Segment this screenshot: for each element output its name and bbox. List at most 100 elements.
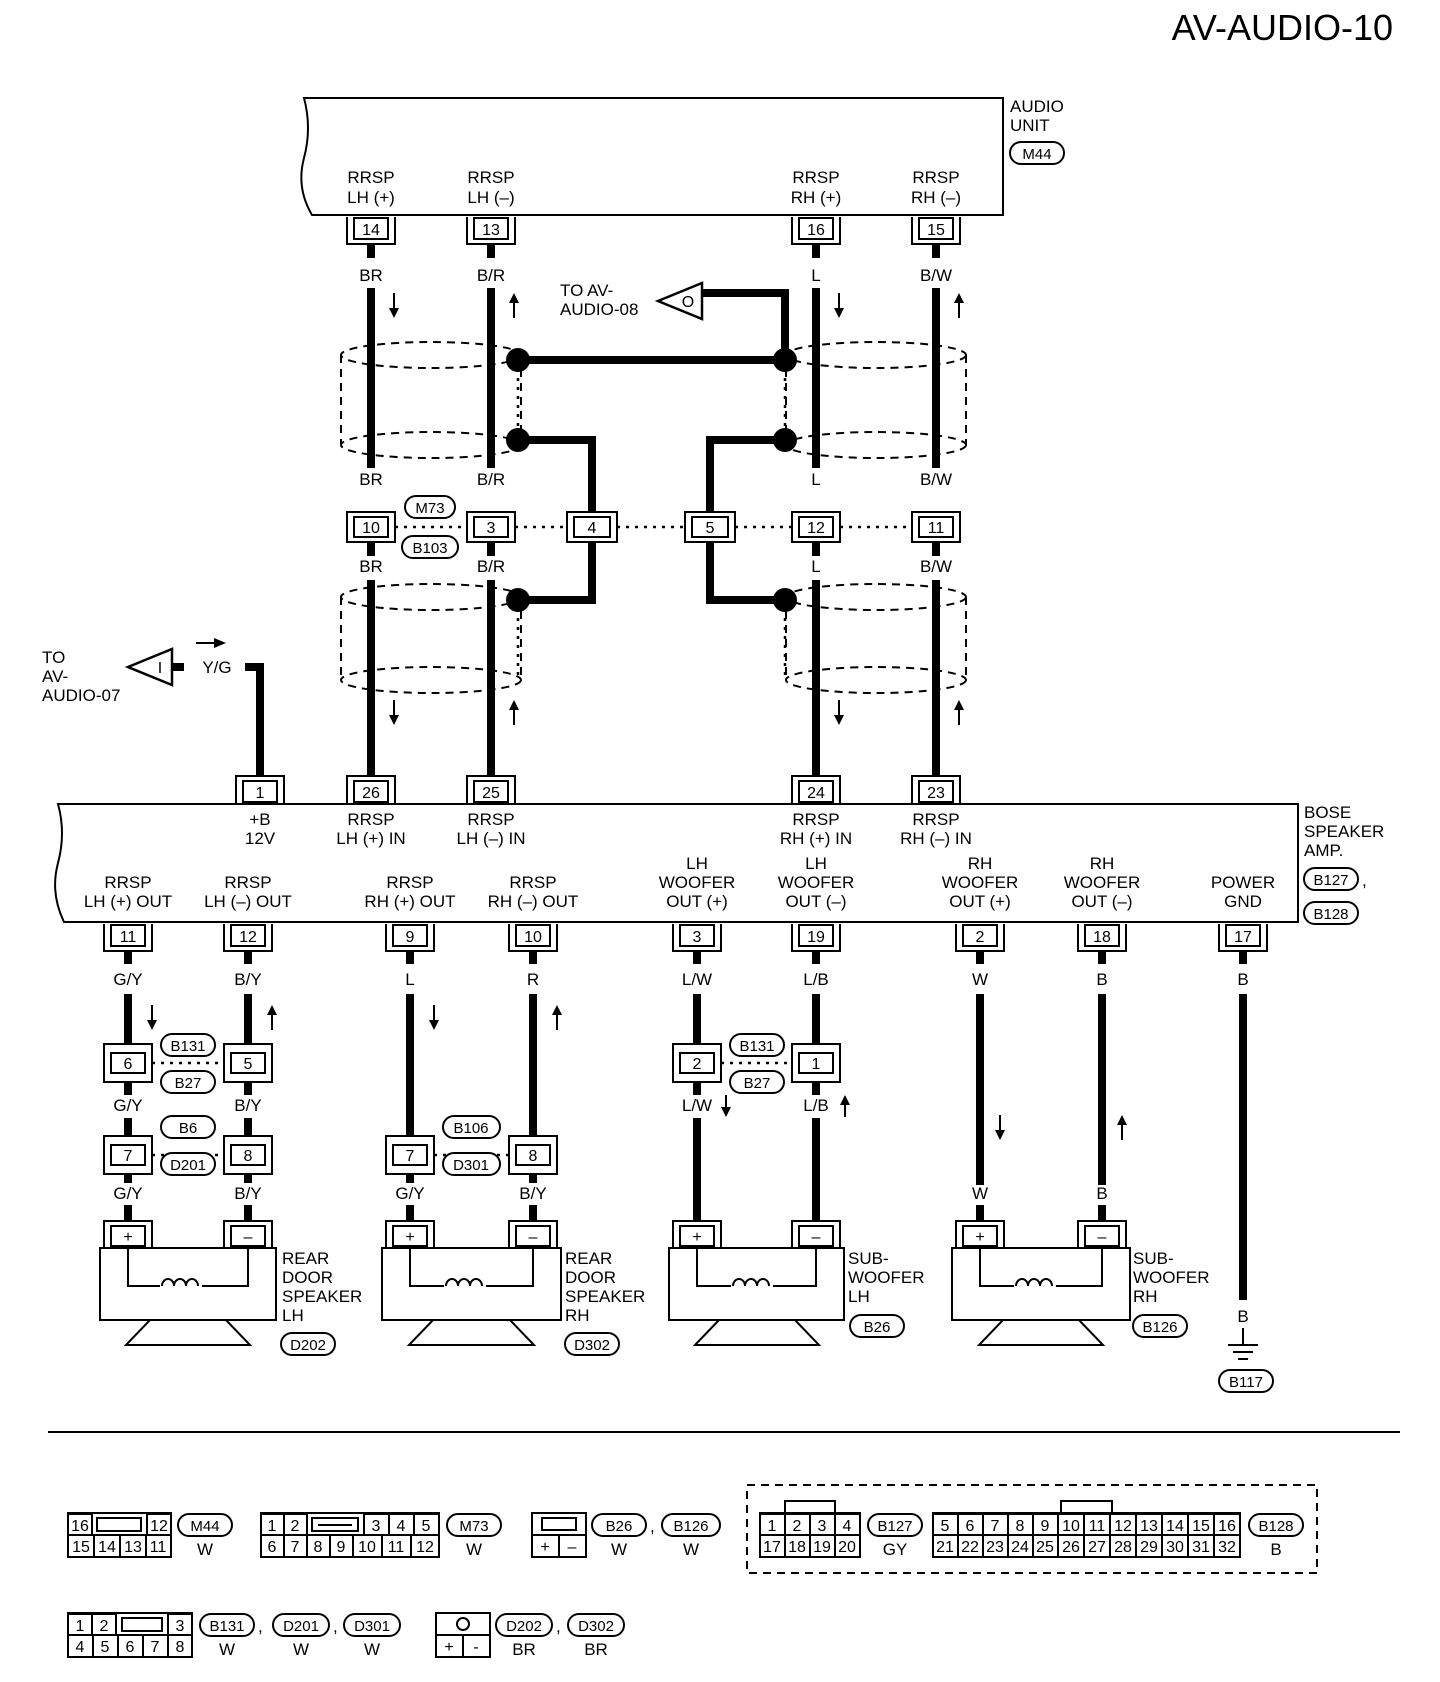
pin-label: RRSP bbox=[912, 168, 959, 187]
svg-text:M44: M44 bbox=[1022, 146, 1051, 163]
svg-text:GY: GY bbox=[883, 1540, 908, 1559]
svg-text:32: 32 bbox=[1218, 1539, 1236, 1556]
svg-text:10: 10 bbox=[358, 1539, 376, 1556]
svg-text:B128: B128 bbox=[1313, 906, 1348, 923]
svg-text:11: 11 bbox=[1089, 1518, 1106, 1535]
offpage-connector-o: O bbox=[654, 281, 704, 321]
pin-label: RRSP bbox=[792, 810, 839, 829]
svg-text:29: 29 bbox=[1140, 1539, 1158, 1556]
svg-text:–: – bbox=[1098, 1229, 1107, 1246]
shield-loop bbox=[785, 666, 967, 694]
connector-view-b128: 5 6 7 8 9 10 11 12 13 14 15 16 21 22 23 … bbox=[932, 1500, 1304, 1559]
pin-label: OUT (+) bbox=[666, 892, 728, 911]
signal-arrow bbox=[721, 1095, 731, 1117]
wire-color-label: B/R bbox=[477, 266, 505, 285]
pin-terminal: 26 bbox=[346, 775, 396, 803]
svg-text:8: 8 bbox=[314, 1539, 323, 1556]
svg-text:W: W bbox=[683, 1540, 699, 1559]
svg-text:B131: B131 bbox=[170, 1038, 205, 1055]
svg-text:2: 2 bbox=[693, 1056, 702, 1073]
offpage-label: TO bbox=[42, 648, 65, 667]
shield-splice bbox=[506, 428, 530, 452]
svg-text:9: 9 bbox=[406, 929, 415, 946]
pin-label: LH (–) bbox=[467, 188, 514, 207]
signal-arrow bbox=[954, 293, 964, 318]
svg-text:12: 12 bbox=[239, 929, 257, 946]
pin-label: OUT (–) bbox=[1071, 892, 1132, 911]
connector-view-m73: 1 2 3 4 5 6 7 8 9 10 11 12 M73 W bbox=[260, 1512, 502, 1559]
signal-arrow bbox=[995, 1115, 1005, 1140]
svg-text:3: 3 bbox=[487, 520, 496, 537]
pin-label: RRSP bbox=[104, 873, 151, 892]
svg-text:B131: B131 bbox=[739, 1038, 774, 1055]
speaker-terminal-negative: – bbox=[223, 1220, 273, 1248]
signal-arrow bbox=[840, 1095, 850, 1117]
wire-color-label: B bbox=[1096, 970, 1107, 989]
shield-splice bbox=[773, 428, 797, 452]
inline-connector-badge: D301 bbox=[442, 1152, 501, 1176]
pin-terminal: 15 bbox=[911, 217, 961, 245]
svg-text:+: + bbox=[444, 1639, 453, 1656]
svg-text:17: 17 bbox=[763, 1539, 781, 1556]
svg-text:B117: B117 bbox=[1229, 1374, 1263, 1391]
pin-label: GND bbox=[1224, 892, 1262, 911]
svg-text:3: 3 bbox=[693, 929, 702, 946]
pin-label: RRSP bbox=[224, 873, 271, 892]
pin-label: 12V bbox=[245, 829, 276, 848]
pin-terminal: 11 bbox=[103, 924, 153, 952]
inline-connector-badge: D201 bbox=[160, 1152, 216, 1176]
pin-label: RRSP bbox=[386, 873, 433, 892]
svg-text:2: 2 bbox=[291, 1518, 300, 1535]
svg-text:,: , bbox=[258, 1617, 263, 1636]
pin-terminal: 17 bbox=[1218, 924, 1268, 952]
svg-text:17: 17 bbox=[1234, 929, 1252, 946]
svg-text:16: 16 bbox=[807, 222, 825, 239]
pin-label: +B bbox=[249, 810, 270, 829]
svg-text:W: W bbox=[466, 1540, 482, 1559]
signal-arrow bbox=[834, 293, 844, 318]
speaker-label: DOOR bbox=[565, 1268, 616, 1287]
ground-icon bbox=[1228, 1328, 1258, 1360]
pin-label: RH (–) IN bbox=[900, 829, 972, 848]
pin-terminal: 9 bbox=[385, 924, 435, 952]
svg-text:–: – bbox=[244, 1229, 253, 1246]
shield-splice bbox=[773, 348, 797, 372]
shield-splice bbox=[506, 348, 530, 372]
audio-unit-label: AUDIO bbox=[1010, 97, 1064, 116]
wire-color-label: B/R bbox=[477, 557, 505, 576]
svg-text:7: 7 bbox=[124, 1148, 133, 1165]
shield-loop bbox=[340, 666, 522, 694]
wire-color-label: L bbox=[811, 557, 820, 576]
inline-pin: 6 bbox=[103, 1043, 153, 1083]
svg-text:31: 31 bbox=[1192, 1539, 1210, 1556]
signal-arrow bbox=[954, 700, 964, 725]
pin-terminal: 19 bbox=[791, 924, 841, 952]
separator: , bbox=[1362, 871, 1367, 890]
svg-text:+: + bbox=[123, 1229, 132, 1246]
svg-text:7: 7 bbox=[151, 1639, 160, 1656]
svg-text:5: 5 bbox=[422, 1518, 431, 1535]
wire-color-label: L bbox=[811, 470, 820, 489]
svg-text:3: 3 bbox=[176, 1618, 185, 1635]
wire-color-label: W bbox=[972, 1184, 988, 1203]
svg-text:6: 6 bbox=[124, 1056, 133, 1073]
signal-arrow bbox=[1117, 1115, 1127, 1140]
svg-text:1: 1 bbox=[768, 1518, 777, 1535]
svg-text:12: 12 bbox=[807, 520, 825, 537]
svg-text:+: + bbox=[692, 1229, 701, 1246]
shield-splice bbox=[773, 588, 797, 612]
wire-color-label: L bbox=[405, 970, 414, 989]
svg-text:BR: BR bbox=[584, 1640, 608, 1659]
amp-body bbox=[54, 803, 1299, 923]
svg-text:16: 16 bbox=[71, 1518, 89, 1535]
svg-text:12: 12 bbox=[150, 1518, 168, 1535]
speaker-cone-icon bbox=[406, 1319, 537, 1346]
svg-text:18: 18 bbox=[1093, 929, 1111, 946]
inline-connector-badge: B106 bbox=[442, 1115, 501, 1139]
svg-text:BR: BR bbox=[512, 1640, 536, 1659]
svg-text:,: , bbox=[650, 1517, 655, 1536]
svg-text:14: 14 bbox=[98, 1539, 116, 1556]
pin-label: RH (+) bbox=[791, 188, 842, 207]
speaker-connector-badge: B126 bbox=[1132, 1314, 1188, 1338]
pin-label: RRSP bbox=[347, 810, 394, 829]
